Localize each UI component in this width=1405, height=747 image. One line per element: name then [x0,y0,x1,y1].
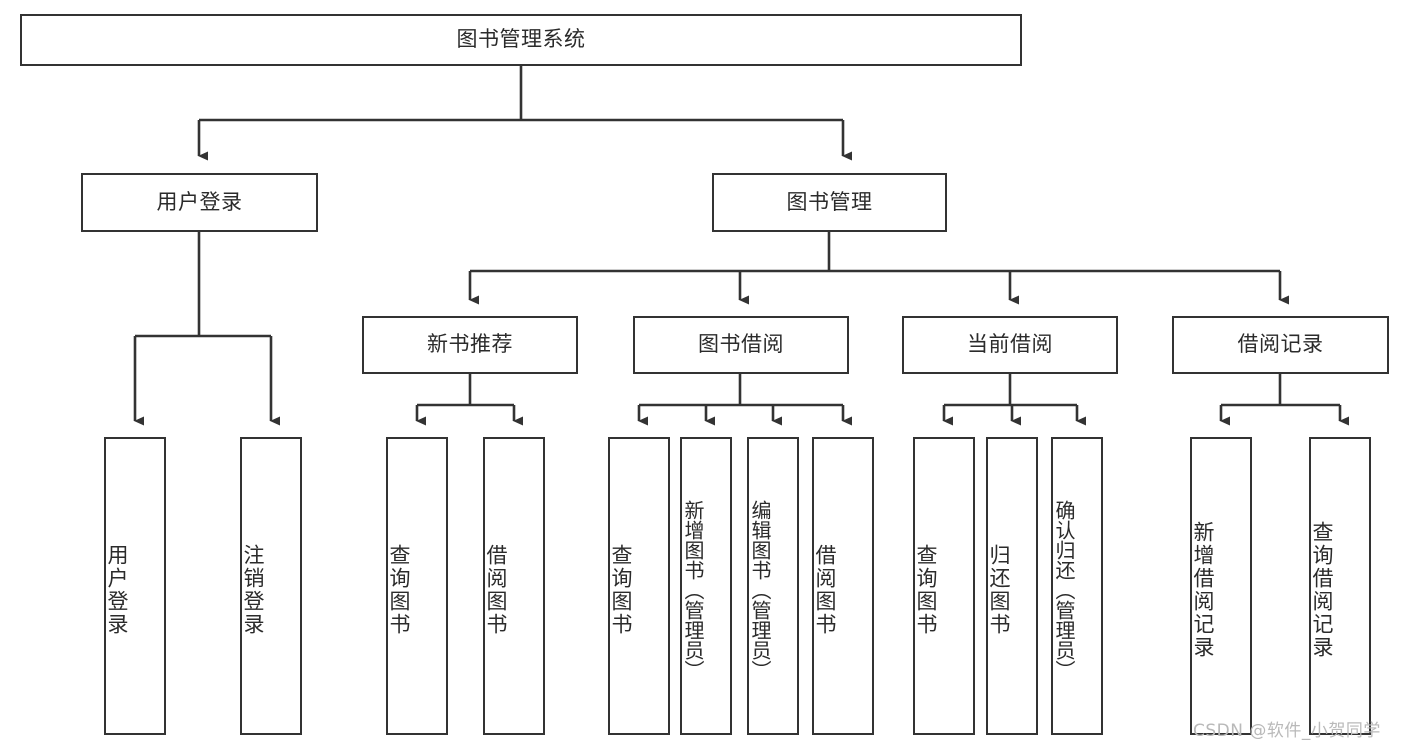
node-borrow-book-1[interactable]: 借阅图书 [483,437,545,735]
node-label: 编辑图书（管理员） [748,500,772,680]
node-label: 注销登录 [241,544,266,636]
node-add-borrow-record[interactable]: 新增借阅记录 [1190,437,1252,735]
node-query-book-3[interactable]: 查询图书 [913,437,975,735]
node-book-management[interactable]: 图书管理 [712,173,947,232]
node-add-book-admin[interactable]: 新增图书（管理员） [680,437,732,735]
node-label: 当前借阅 [967,332,1053,357]
node-label: 借阅记录 [1237,332,1324,357]
node-return-book[interactable]: 归还图书 [986,437,1038,735]
node-label: 图书管理系统 [456,27,586,52]
node-label: 用户登录 [105,544,130,636]
node-label: 查询图书 [387,544,412,636]
node-query-book-2[interactable]: 查询图书 [608,437,670,735]
node-query-borrow-record[interactable]: 查询借阅记录 [1309,437,1371,735]
node-book-borrow[interactable]: 图书借阅 [633,316,849,374]
node-edit-book-admin[interactable]: 编辑图书（管理员） [747,437,799,735]
node-user-logout[interactable]: 注销登录 [240,437,302,735]
node-label: 借阅图书 [813,544,838,636]
node-user-login-do[interactable]: 用户登录 [104,437,166,735]
node-label: 归还图书 [987,544,1012,636]
node-label: 图书管理 [786,189,873,214]
node-label: 新增借阅记录 [1191,521,1216,659]
node-user-login[interactable]: 用户登录 [81,173,318,232]
node-root[interactable]: 图书管理系统 [20,14,1022,66]
node-label: 新增图书（管理员） [681,500,705,680]
node-label: 确认归还（管理员） [1052,500,1076,680]
node-label: 新书推荐 [427,332,513,357]
node-label: 用户登录 [156,189,243,214]
node-label: 图书借阅 [698,332,784,357]
node-current-borrow[interactable]: 当前借阅 [902,316,1118,374]
node-borrow-records[interactable]: 借阅记录 [1172,316,1389,374]
node-label: 查询图书 [609,544,634,636]
node-label: 查询借阅记录 [1310,521,1335,659]
node-new-book-recommend[interactable]: 新书推荐 [362,316,578,374]
node-label: 查询图书 [914,544,939,636]
node-label: 借阅图书 [484,544,509,636]
node-query-book-1[interactable]: 查询图书 [386,437,448,735]
node-confirm-return-admin[interactable]: 确认归还（管理员） [1051,437,1103,735]
watermark-text: CSDN @软件_小贺同学 [1193,721,1381,741]
node-borrow-book-2[interactable]: 借阅图书 [812,437,874,735]
